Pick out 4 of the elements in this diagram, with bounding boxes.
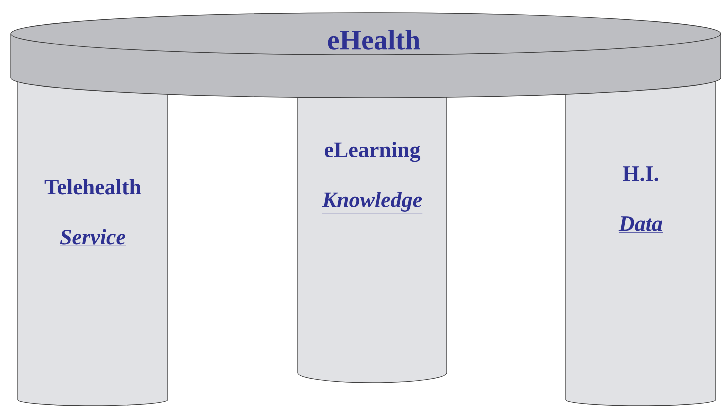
pillar: eLearning Knowledge [298, 70, 448, 384]
table-top: eHealth [10, 12, 721, 98]
pillar: Telehealth Service [18, 70, 168, 406]
pillar: H.I. Data [566, 70, 716, 406]
